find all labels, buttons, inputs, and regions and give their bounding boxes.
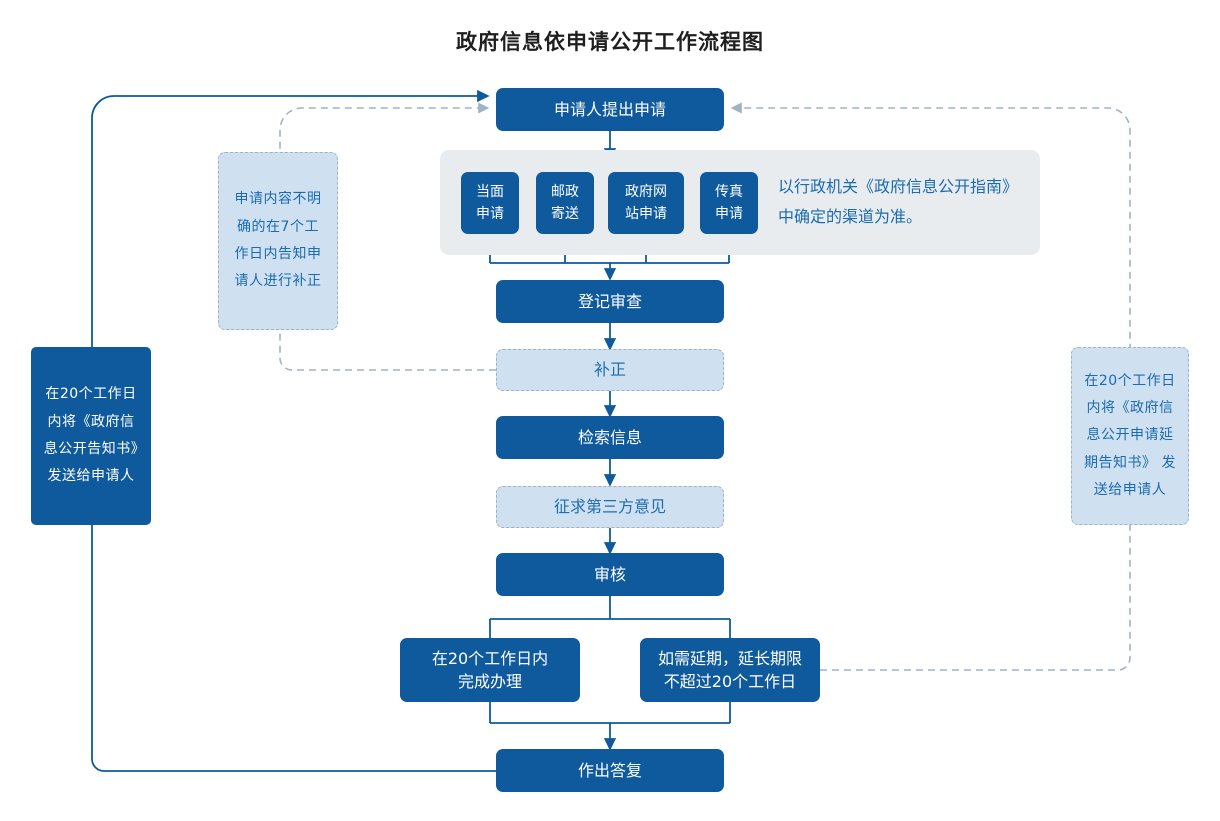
note-extension-notice: 在20个工作日内将《政府信息公开申请延期告知书》 发送给申请人 xyxy=(1071,347,1189,525)
page-title: 政府信息依申请公开工作流程图 xyxy=(456,30,764,54)
node-make-reply[interactable]: 作出答复 xyxy=(496,749,724,792)
node-register-review[interactable]: 登记审查 xyxy=(496,280,724,323)
node-channel-government-website[interactable]: 政府网 站申请 xyxy=(608,172,684,234)
channel-panel-note: 以行政机关《政府信息公开指南》 中确定的渠道为准。 xyxy=(778,177,1019,226)
node-supplement[interactable]: 补正 xyxy=(496,349,724,391)
node-channel-fax[interactable]: 传真 申请 xyxy=(700,172,758,234)
note-disclosure-notice: 在20个工作日内将《政府信息公开告知书》发送给申请人 xyxy=(31,347,151,525)
node-applicant-submit[interactable]: 申请人提出申请 xyxy=(496,88,724,131)
node-audit[interactable]: 审核 xyxy=(496,553,724,596)
node-channel-postal-mail[interactable]: 邮政 寄送 xyxy=(536,172,594,234)
node-retrieve-information[interactable]: 检索信息 xyxy=(496,416,724,459)
node-extension-limit[interactable]: 如需延期，延长期限 不超过20个工作日 xyxy=(640,638,820,702)
node-complete-within-20-days[interactable]: 在20个工作日内 完成办理 xyxy=(400,638,580,702)
note-supplement-notice: 申请内容不明确的在7个工作日内告知申请人进行补正 xyxy=(218,152,338,330)
node-channel-in-person[interactable]: 当面 申请 xyxy=(461,172,519,234)
node-third-party-opinion[interactable]: 征求第三方意见 xyxy=(496,486,724,528)
